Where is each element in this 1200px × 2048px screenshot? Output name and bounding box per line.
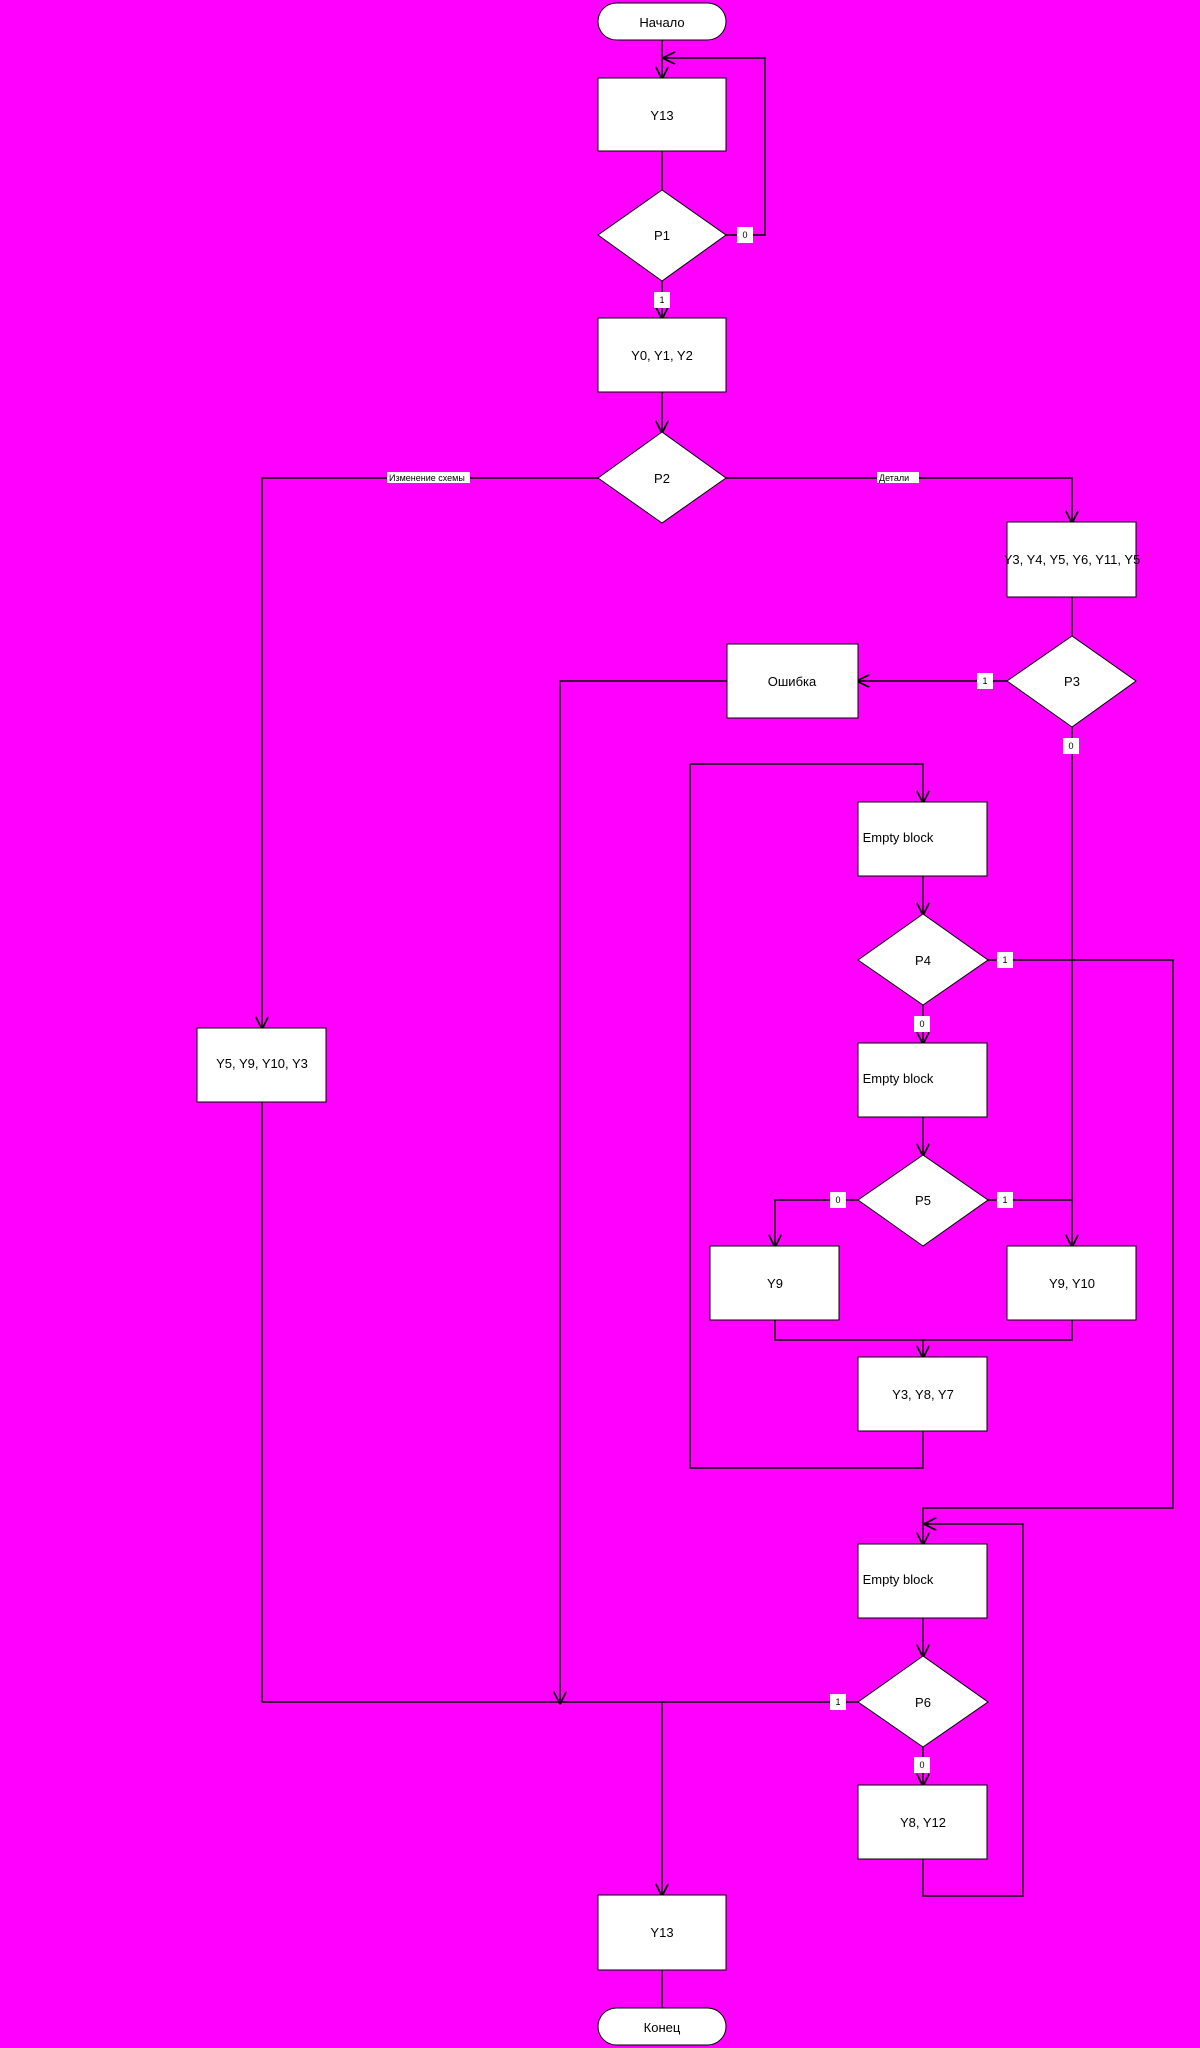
process-y3-y8-y7: Y3, Y8, Y7 [857, 1356, 988, 1432]
empty-block-label: Empty block [863, 1572, 934, 1587]
process-empty-block-2: Empty block [857, 1042, 988, 1118]
process-label: Y9, Y10 [1049, 1276, 1095, 1291]
process-label: Y3, Y8, Y7 [892, 1387, 954, 1402]
process-label: Y13 [650, 1925, 673, 1940]
flag-text: 1 [982, 676, 987, 686]
flag-text: 0 [742, 230, 747, 240]
flag-p1-one: 1 [654, 292, 670, 308]
flag-p4-one: 1 [997, 952, 1013, 968]
flag-text: 1 [835, 1697, 840, 1707]
process-label: Y8, Y12 [900, 1815, 946, 1830]
condition-label: P5 [915, 1193, 931, 1208]
process-y0-y1-y2: Y0, Y1, Y2 [597, 317, 727, 393]
process-label: Y13 [650, 108, 673, 123]
flag-p4-zero: 0 [914, 1016, 930, 1032]
flag-text: 0 [835, 1195, 840, 1205]
process-label: Y5, Y9, Y10, Y3 [216, 1056, 308, 1071]
empty-block-label: Empty block [863, 830, 934, 845]
flag-text: 1 [1002, 955, 1007, 965]
flag-text: 0 [919, 1019, 924, 1029]
condition-label: P3 [1064, 674, 1080, 689]
branch-label-change-scheme: Изменение схемы [387, 472, 470, 483]
process-label: Y0, Y1, Y2 [631, 348, 693, 363]
decision-p6: P6 [857, 1655, 989, 1748]
flag-p5-zero: 0 [830, 1192, 846, 1208]
connector-lines [262, 40, 1174, 2008]
branch-label-text: Детали [879, 473, 909, 483]
decision-p5: P5 [857, 1154, 989, 1247]
condition-label: P4 [915, 953, 931, 968]
flag-text: 0 [1068, 741, 1073, 751]
flag-text: 1 [659, 295, 664, 305]
process-y13-top: Y13 [597, 77, 727, 152]
process-y13-bottom: Y13 [597, 1894, 727, 1971]
flag-p3-one: 1 [977, 673, 993, 689]
flag-text: 1 [1002, 1195, 1007, 1205]
flag-p6-one: 1 [830, 1694, 846, 1710]
flag-p3-zero: 0 [1063, 738, 1079, 754]
process-empty-block-3: Empty block [857, 1543, 988, 1619]
process-label: Y3, Y4, Y5, Y6, Y11, Y5 [1004, 552, 1141, 567]
decision-p2: P2 [597, 431, 727, 524]
process-y8-y12: Y8, Y12 [857, 1784, 988, 1860]
end-terminal: Конец [597, 2007, 727, 2046]
process-empty-block-1: Empty block [857, 801, 988, 877]
branch-label-text: Изменение схемы [389, 473, 465, 483]
flag-p1-zero: 0 [737, 227, 753, 243]
branch-label-details: Детали [877, 472, 919, 483]
flag-text: 0 [919, 1760, 924, 1770]
start-terminal: Начало [597, 2, 727, 41]
condition-label: P6 [915, 1695, 931, 1710]
decision-p4: P4 [857, 913, 989, 1006]
decision-p1: P1 [597, 189, 727, 282]
process-y9-y10: Y9, Y10 [1006, 1245, 1137, 1321]
process-y3-to-y11: Y3, Y4, Y5, Y6, Y11, Y5 [1004, 521, 1141, 598]
empty-block-label: Empty block [863, 1071, 934, 1086]
error-label: Ошибка [768, 674, 817, 689]
process-label: Y9 [767, 1276, 783, 1291]
start-label: Начало [639, 15, 684, 30]
process-error: Ошибка [726, 643, 859, 719]
condition-label: P1 [654, 228, 670, 243]
flag-p5-one: 1 [997, 1192, 1013, 1208]
process-y9: Y9 [709, 1245, 840, 1321]
decision-p3: P3 [1006, 635, 1137, 728]
flag-p6-zero: 0 [914, 1757, 930, 1773]
process-y5-y9-y10-y3: Y5, Y9, Y10, Y3 [196, 1027, 327, 1103]
condition-label: P2 [654, 471, 670, 486]
end-label: Конец [644, 2020, 681, 2035]
